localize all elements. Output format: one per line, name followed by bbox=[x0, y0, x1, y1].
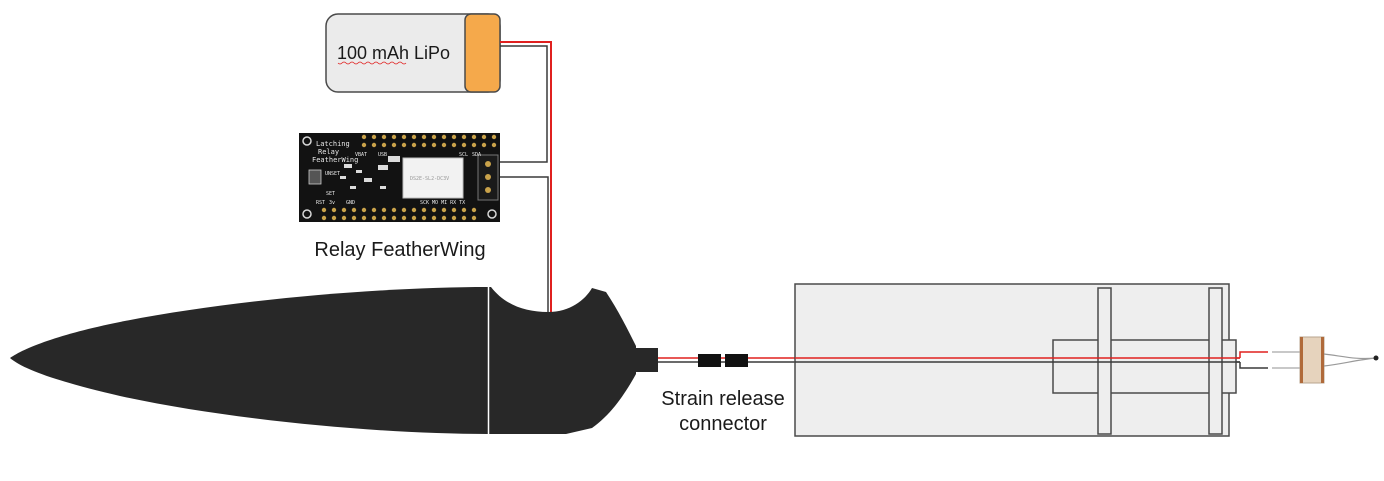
relay-black-wire bbox=[500, 176, 549, 312]
silk-title-1: Latching bbox=[316, 140, 350, 148]
battery-wires bbox=[500, 41, 552, 312]
igniter bbox=[1299, 336, 1379, 384]
battery-terminal-cap bbox=[464, 13, 501, 93]
silk-gnd: GND bbox=[346, 200, 355, 206]
mounting-hole bbox=[487, 209, 497, 219]
igniter-band-left bbox=[1300, 337, 1303, 383]
silk-usb: USB bbox=[378, 152, 387, 158]
battery-red-wire bbox=[500, 41, 552, 312]
silk-sda: SDA bbox=[472, 152, 481, 158]
connector-half-right bbox=[725, 354, 748, 367]
relay-featherwing-board: DS2E-SL2-DC3V Latching Relay FeatherWing… bbox=[299, 133, 500, 222]
terminal-screw bbox=[485, 174, 491, 180]
relay-component-text: DS2E-SL2-DC3V bbox=[410, 176, 449, 182]
connector-half-left bbox=[698, 354, 721, 367]
battery-black-wire bbox=[500, 45, 548, 163]
terminal-screw bbox=[485, 161, 491, 167]
bulkhead-right bbox=[1208, 287, 1223, 435]
mounting-hole bbox=[302, 136, 312, 146]
probe-body bbox=[10, 287, 658, 434]
silk-bottom-pins: SCK MO MI RX TX bbox=[420, 200, 465, 206]
terminal-screw bbox=[485, 187, 491, 193]
mounting-hole bbox=[302, 209, 312, 219]
igniter-lead-black bbox=[1239, 362, 1268, 369]
relay-featherwing-caption: Relay FeatherWing bbox=[314, 239, 485, 261]
silk-set: SET bbox=[326, 191, 335, 197]
igniter-tail-wires bbox=[1323, 353, 1377, 367]
release-housing bbox=[794, 283, 1240, 437]
relay-component bbox=[402, 157, 464, 199]
strain-release-connector bbox=[698, 354, 748, 367]
connector-caption-line2: connector bbox=[679, 413, 767, 435]
bulkhead-left bbox=[1097, 287, 1112, 435]
spellcheck-underline bbox=[337, 61, 407, 65]
silk-title-2: Relay bbox=[318, 148, 339, 156]
igniter-lead-red bbox=[1239, 351, 1268, 358]
silk-unset: UNSET bbox=[325, 171, 340, 177]
bottom-header-pads bbox=[321, 207, 477, 221]
igniter-body bbox=[1299, 336, 1325, 384]
nose-cone bbox=[10, 287, 488, 434]
reset-button bbox=[308, 169, 322, 185]
connector-caption-line1: Strain release bbox=[661, 388, 784, 410]
silk-title-3: FeatherWing bbox=[312, 156, 358, 164]
silk-3v: 3v bbox=[329, 200, 335, 206]
lipo-battery: 100 mAh LiPo bbox=[325, 13, 501, 93]
top-header-pads bbox=[361, 134, 497, 148]
rear-connector-stub bbox=[636, 348, 658, 372]
silk-vbat: VBAT bbox=[355, 152, 367, 158]
silk-rst: RST bbox=[316, 200, 325, 206]
smd-components bbox=[340, 156, 400, 189]
tail-section bbox=[489, 287, 636, 434]
igniter-band-right bbox=[1321, 337, 1324, 383]
pcb-base bbox=[299, 133, 500, 222]
inner-sleeve bbox=[1052, 339, 1237, 394]
igniter-tip bbox=[1373, 355, 1379, 361]
battery-label: 100 mAh LiPo bbox=[337, 43, 450, 63]
silk-scl: SCL bbox=[459, 152, 468, 158]
igniter-leads bbox=[1239, 351, 1302, 369]
